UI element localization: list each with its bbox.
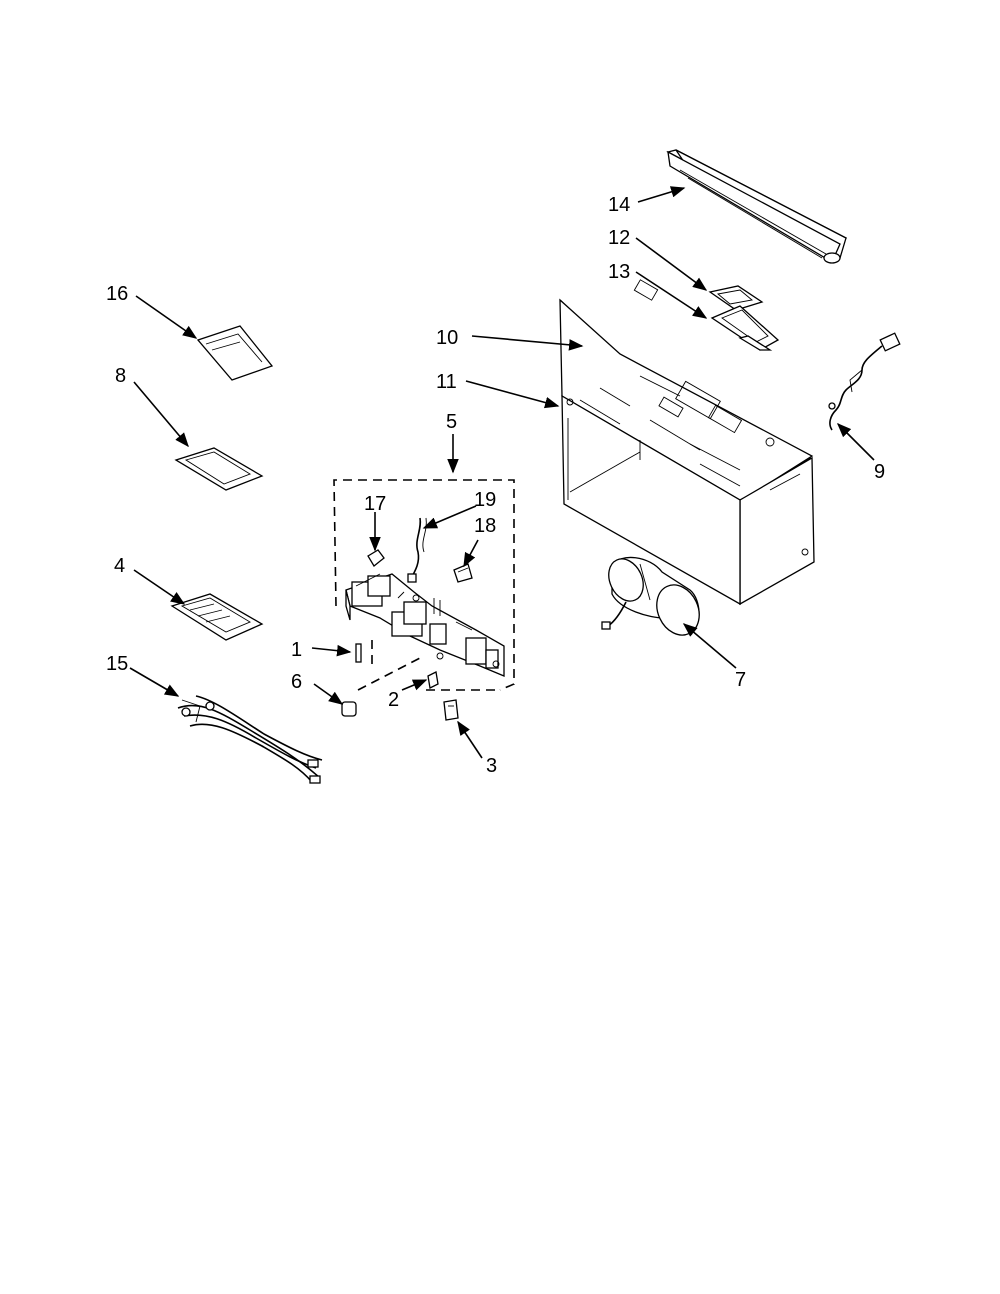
leader-14 <box>637 186 686 203</box>
callout-numbers: 14 12 13 10 11 16 8 5 17 19 18 9 4 1 6 2… <box>106 194 885 777</box>
leader-16 <box>135 295 198 339</box>
part-18-bracket <box>453 563 473 583</box>
part-16-packet <box>196 325 274 381</box>
callout-3: 3 <box>486 755 497 777</box>
part-8-filter <box>174 447 264 491</box>
part-6-cap <box>341 701 357 717</box>
leader-7 <box>682 623 737 669</box>
leader-11 <box>465 380 560 409</box>
callout-15: 15 <box>106 653 128 675</box>
part-12-bracket <box>708 285 764 311</box>
leader-13 <box>635 271 708 319</box>
leader-10 <box>471 335 584 351</box>
callout-17: 17 <box>364 493 386 515</box>
callout-5: 5 <box>446 411 457 433</box>
callout-18: 18 <box>474 515 496 537</box>
callout-7: 7 <box>735 669 746 691</box>
part-9-power-cord <box>828 332 901 431</box>
leader-15 <box>129 667 180 697</box>
leader-12 <box>635 237 708 291</box>
callout-14: 14 <box>608 194 630 216</box>
part-1-screw <box>355 643 362 663</box>
part-11-chassis <box>559 279 815 606</box>
part-4-grease-filter <box>170 593 264 641</box>
part-19-wire-lead <box>407 517 427 583</box>
callout-16: 16 <box>106 283 128 305</box>
callout-9: 9 <box>874 461 885 483</box>
callout-1: 1 <box>291 639 302 661</box>
callout-12: 12 <box>608 227 630 249</box>
leader-19 <box>422 505 477 529</box>
leader-8 <box>133 381 189 448</box>
part-2-screw <box>427 671 439 689</box>
leader-lines <box>129 186 875 759</box>
part-14-rail <box>666 149 848 264</box>
leader-1 <box>311 644 352 657</box>
part-7-blower-motor <box>601 556 700 636</box>
part-17-clip <box>367 549 385 567</box>
callout-2: 2 <box>388 689 399 711</box>
callout-4: 4 <box>114 555 125 577</box>
callout-11: 11 <box>436 371 457 393</box>
part-15-wire-harness <box>177 695 323 784</box>
leader-2 <box>401 679 428 691</box>
leader-18 <box>463 539 479 568</box>
leader-9 <box>836 422 875 461</box>
leader-3 <box>457 720 483 759</box>
callout-13: 13 <box>608 261 630 283</box>
part-5-control-assembly <box>333 479 515 691</box>
callout-19: 19 <box>474 489 496 511</box>
leader-4 <box>133 569 186 605</box>
leader-6 <box>313 683 344 705</box>
part-3-bracket <box>443 699 459 721</box>
part-13-bracket <box>710 305 780 351</box>
callout-6: 6 <box>291 671 302 693</box>
callout-10: 10 <box>436 327 458 349</box>
callout-8: 8 <box>115 365 126 387</box>
